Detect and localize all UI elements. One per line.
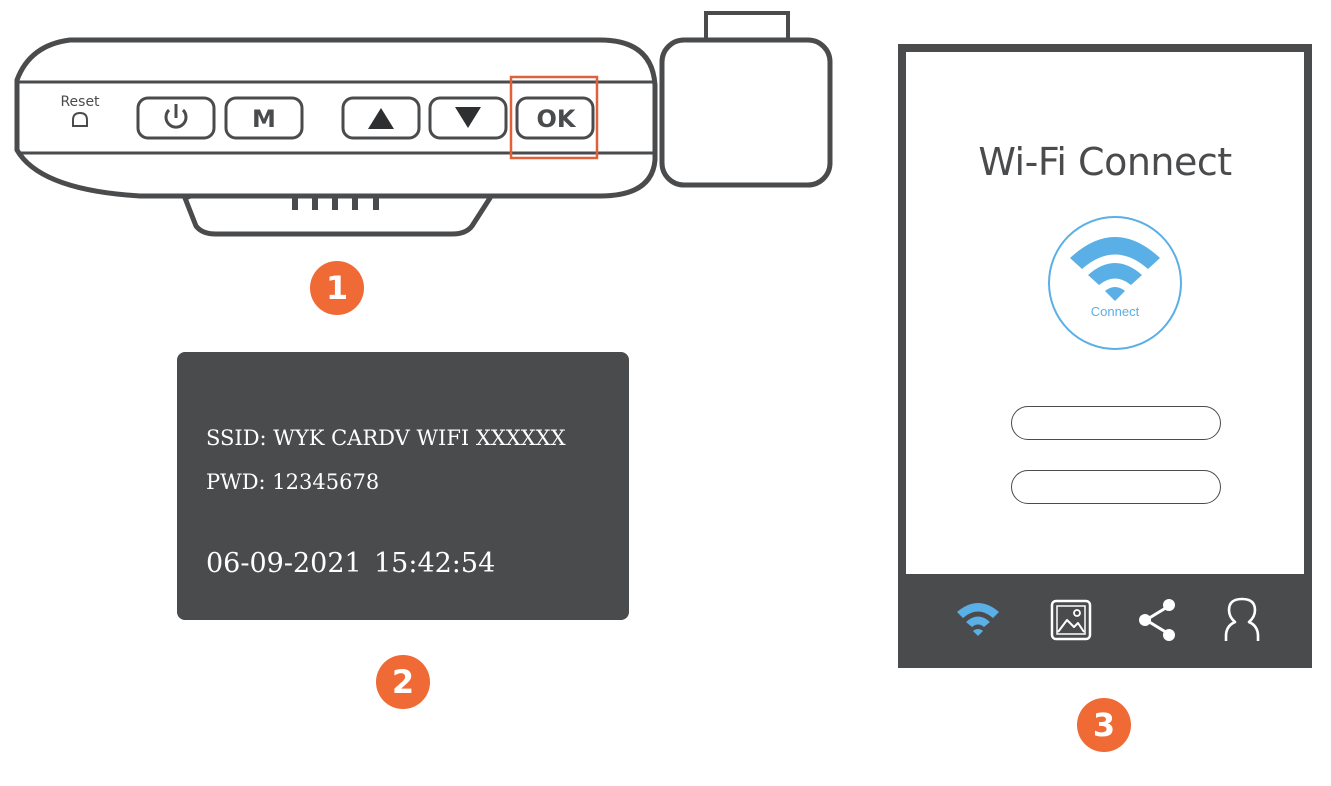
step-1-badge: 1	[310, 261, 364, 315]
down-arrow-icon	[455, 107, 481, 128]
connect-button[interactable]: Connect	[1048, 216, 1182, 350]
step-2-badge: 2	[376, 655, 430, 709]
nav-profile-icon[interactable]	[1218, 596, 1266, 644]
up-button[interactable]	[341, 96, 421, 140]
app-content: Wi-Fi Connect Connect	[906, 52, 1304, 574]
reset-pinhole-icon[interactable]	[72, 111, 88, 127]
wifi-icon	[1070, 237, 1160, 301]
device-mount-block	[659, 37, 833, 188]
power-button[interactable]	[136, 96, 216, 140]
camera-screen: SSID: WYK CARDV WIFI XXXXXX PWD: 1234567…	[177, 352, 629, 620]
time-text: 15:42:54	[374, 548, 496, 579]
nav-wifi-icon[interactable]	[954, 596, 1002, 644]
device-body	[14, 37, 658, 199]
nav-gallery-icon[interactable]	[1047, 596, 1095, 644]
ok-highlight-box	[509, 75, 599, 160]
wifi-name-field[interactable]	[1011, 406, 1221, 440]
connect-label: Connect	[1090, 304, 1140, 319]
page-title: Wi-Fi Connect	[978, 140, 1232, 184]
ok-button-label: OK	[537, 105, 577, 133]
mode-button[interactable]: M	[224, 96, 304, 140]
up-arrow-icon	[368, 108, 394, 129]
dashcam-device: Reset M OK	[14, 11, 833, 237]
mode-button-label: M	[252, 105, 276, 133]
wifi-password-field[interactable]	[1011, 470, 1221, 504]
nav-share-icon[interactable]	[1133, 596, 1181, 644]
ok-button[interactable]: OK	[515, 96, 595, 140]
date-text: 06-09-2021	[206, 548, 362, 579]
down-button[interactable]	[428, 96, 508, 140]
step-3-badge: 3	[1077, 698, 1131, 752]
ssid-text: SSID: WYK CARDV WIFI XXXXXX	[206, 426, 566, 450]
reset-label: Reset	[60, 94, 100, 110]
phone-screen: Wi-Fi Connect Connect	[898, 44, 1312, 668]
power-icon	[164, 108, 188, 129]
password-text: PWD: 12345678	[206, 470, 380, 494]
